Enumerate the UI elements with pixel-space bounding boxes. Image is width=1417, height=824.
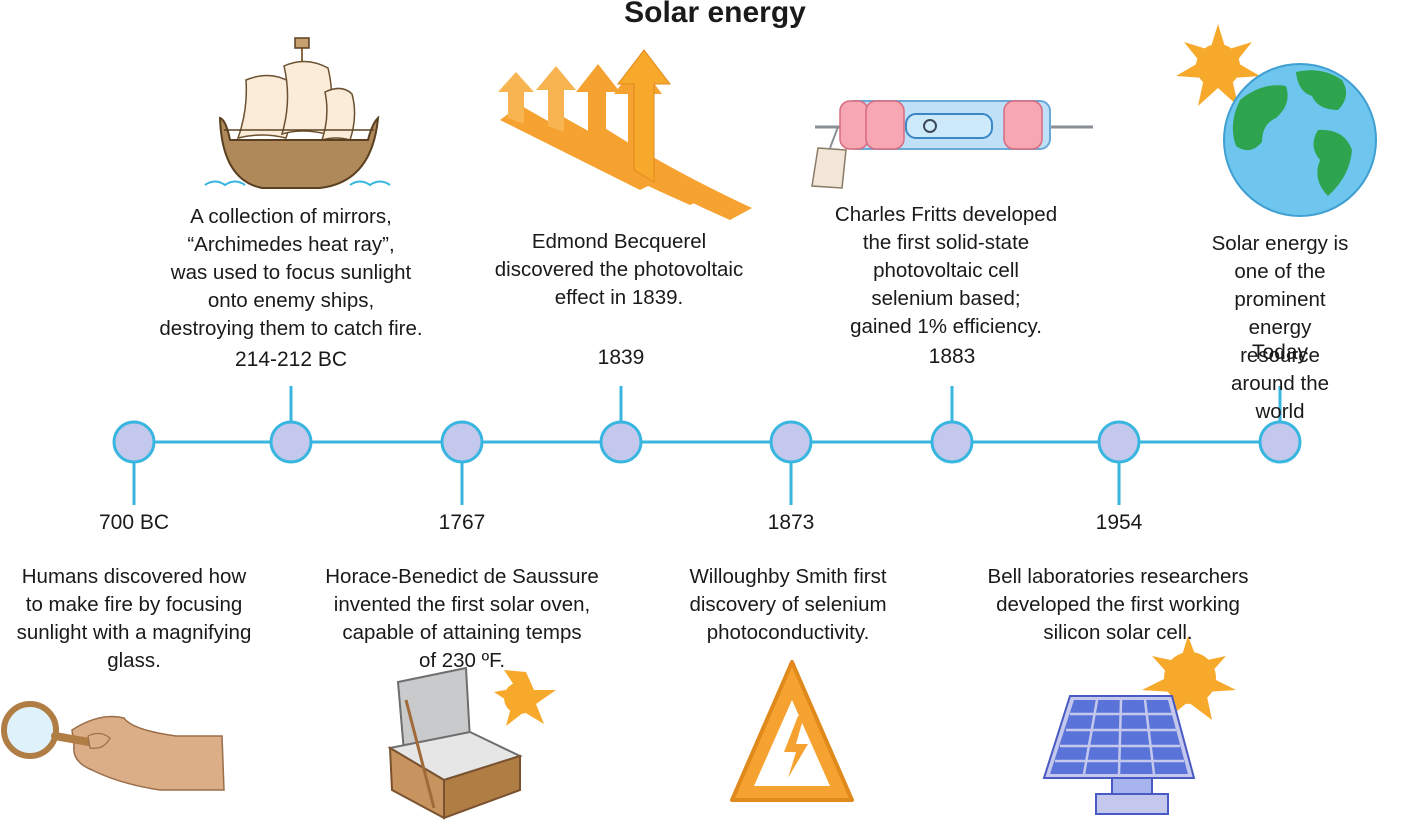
timeline-node-2 (440, 420, 484, 464)
page-title: Solar energy (624, 0, 806, 29)
high-voltage-warning-icon (730, 660, 854, 802)
timeline-node-0 (112, 420, 156, 464)
solar-oven-icon (387, 666, 556, 820)
sailing-ship-icon (204, 37, 391, 189)
event-text-214bc: A collection of mirrors, “Archimedes hea… (159, 205, 423, 340)
event-text-1883: Charles Fritts developed the first solid… (834, 203, 1058, 338)
event-text-700bc: Humans discovered how to make fire by fo… (16, 565, 252, 672)
timeline-node-5 (930, 420, 974, 464)
timeline-node-6 (1097, 420, 1141, 464)
timeline-node-7 (1258, 420, 1302, 464)
photovoltaic-arrows-icon (498, 49, 752, 220)
event-text-1873: Willoughby Smith first discovery of sele… (689, 565, 887, 644)
year-label-1839: 1839 (597, 346, 645, 369)
event-text-today: Solar energy is one of the prominent ene… (1211, 232, 1349, 423)
year-label-1954: 1954 (1095, 511, 1143, 534)
year-label-214bc: 214-212 BC (234, 348, 348, 371)
year-label-1767: 1767 (438, 511, 486, 534)
earth-sun-icon (1176, 24, 1377, 217)
magnifying-glass-icon (1, 701, 225, 791)
selenium-cell-icon (811, 100, 1093, 189)
event-text-1839: Edmond Becquerel discovered the photovol… (494, 230, 744, 309)
year-label-1873: 1873 (767, 511, 815, 534)
event-text-1767: Horace-Benedict de Saussure invented the… (325, 565, 599, 672)
event-text-1954: Bell laboratories researchers developed … (987, 565, 1249, 644)
year-label-700bc: 700 BC (98, 511, 170, 534)
year-label-1883: 1883 (928, 345, 976, 368)
year-label-today: Today (1251, 341, 1309, 364)
solar-panel-icon (1042, 636, 1236, 815)
timeline-node-1 (269, 420, 313, 464)
timeline-node-4 (769, 420, 813, 464)
timeline-node-3 (599, 420, 643, 464)
